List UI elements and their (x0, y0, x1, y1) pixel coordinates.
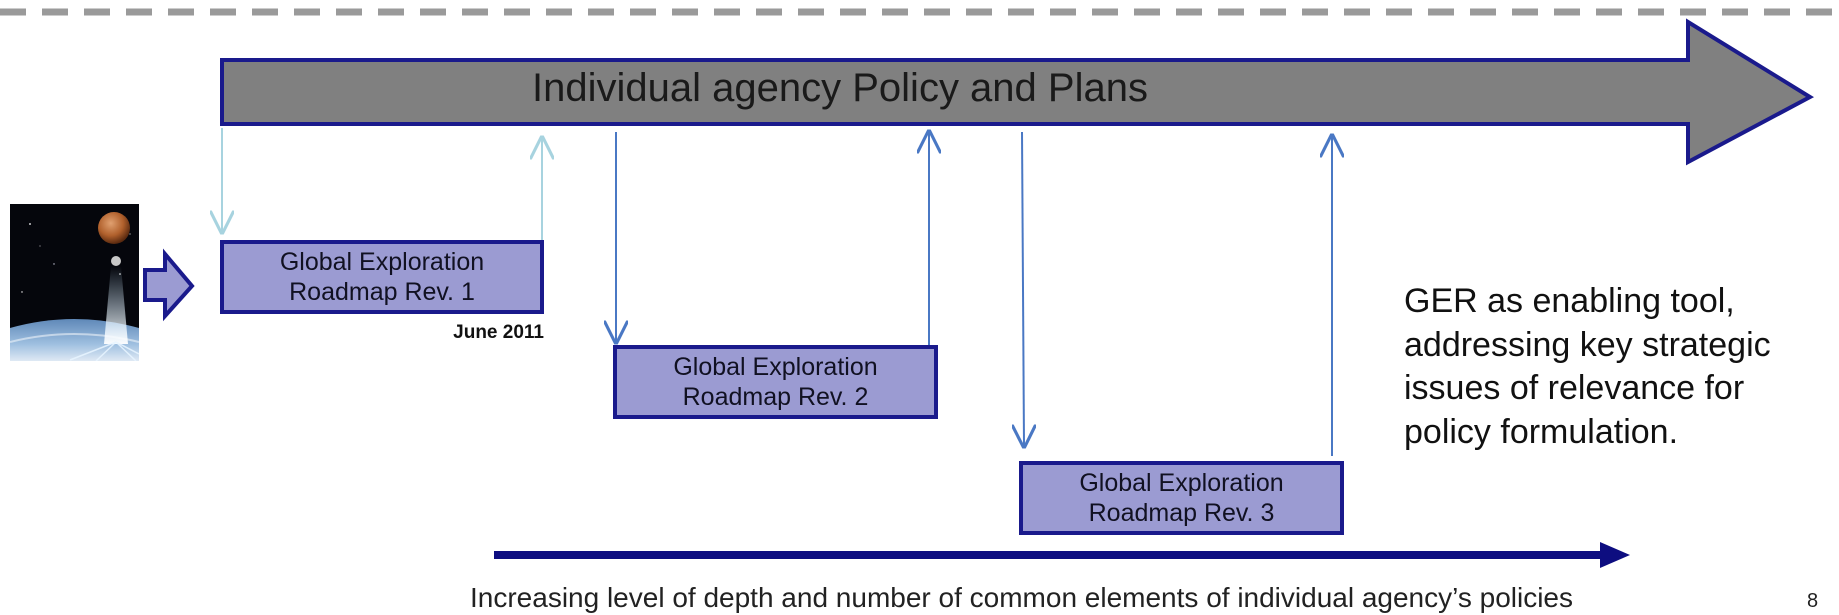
page-number: 8 (1807, 590, 1819, 612)
ger-enabling-tool-text: GER as enabling tool, addressing key str… (1404, 282, 1771, 451)
rev1-date-label: June 2011 (453, 322, 544, 343)
roadmap-rev2-box: Global Exploration Roadmap Rev. 2 (613, 345, 938, 419)
roadmap-rev2-line1: Global Exploration (673, 353, 878, 381)
progression-caption: Increasing level of depth and number of … (470, 582, 1574, 613)
roadmap-rev3-box: Global Exploration Roadmap Rev. 3 (1019, 461, 1344, 535)
progression-arrowhead (1600, 542, 1630, 568)
roadmap-rev3-line2: Roadmap Rev. 3 (1088, 499, 1275, 527)
space-launch-image (10, 204, 139, 361)
arrow-down-rev3 (1022, 131, 1024, 446)
roadmap-rev1-box: Global Exploration Roadmap Rev. 1 (220, 240, 544, 314)
roadmap-rev1-line1: Global Exploration (279, 248, 485, 276)
policy-banner-arrow (220, 18, 1815, 166)
roadmap-rev2-line2: Roadmap Rev. 2 (682, 383, 869, 411)
input-arrow (143, 248, 195, 322)
roadmap-rev1-line2: Roadmap Rev. 1 (289, 278, 475, 306)
roadmap-rev3-line1: Global Exploration (1079, 469, 1284, 497)
policy-banner-title: Individual agency Policy and Plans (532, 65, 1148, 110)
